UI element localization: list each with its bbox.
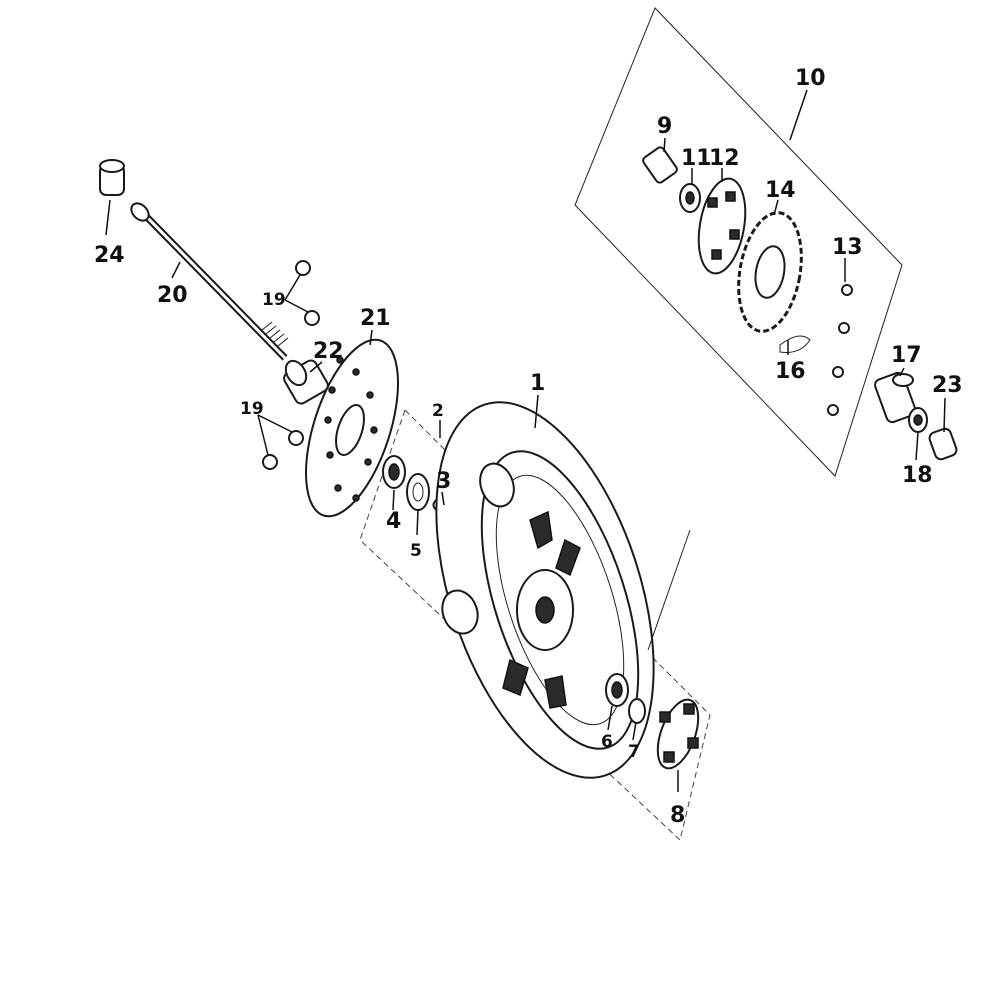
callout-14: 14 xyxy=(765,178,796,203)
callout-4: 4 xyxy=(386,509,401,534)
inset-frame xyxy=(574,7,903,477)
dust-seal xyxy=(406,473,430,511)
callout-12: 12 xyxy=(709,146,740,171)
callout-labels: 1 2 3 4 5 6 7 8 9 10 11 12 13 14 16 17 1… xyxy=(94,66,963,828)
inset-nut xyxy=(642,146,678,184)
disc-bolts-upper xyxy=(284,260,320,326)
bearing-left xyxy=(382,455,406,489)
spacer xyxy=(283,359,329,405)
axle-nut xyxy=(908,407,928,433)
right-spacer xyxy=(874,371,917,424)
callout-7: 7 xyxy=(628,742,640,762)
inset-bearing xyxy=(679,183,701,213)
callout-3: 3 xyxy=(436,469,451,494)
bearing-right xyxy=(605,673,629,707)
brake-disc xyxy=(305,338,399,518)
callout-24: 24 xyxy=(94,243,125,268)
callout-23: 23 xyxy=(932,373,963,398)
drive-sprocket xyxy=(737,211,803,333)
callout-21: 21 xyxy=(360,306,391,331)
callout-16: 16 xyxy=(775,359,806,384)
callout-19-upper: 19 xyxy=(262,290,286,310)
callout-9: 9 xyxy=(657,114,672,139)
lock-washer xyxy=(779,335,811,353)
axle xyxy=(130,202,289,361)
callout-22: 22 xyxy=(313,339,344,364)
leader-lines xyxy=(105,89,946,792)
end-cap xyxy=(928,427,958,461)
axle-cap xyxy=(99,159,125,196)
wheel-tire xyxy=(435,401,691,779)
callout-19-lower: 19 xyxy=(240,399,264,419)
callout-10: 10 xyxy=(795,66,826,91)
callout-6: 6 xyxy=(601,732,613,752)
callout-17: 17 xyxy=(891,343,922,368)
callout-13: 13 xyxy=(832,235,863,260)
callout-1: 1 xyxy=(530,371,545,396)
sprocket-nuts xyxy=(827,284,853,416)
callout-11: 11 xyxy=(681,146,712,171)
assembly-outline xyxy=(359,409,711,841)
callout-20: 20 xyxy=(157,283,188,308)
damper-hub xyxy=(656,698,700,770)
callout-18: 18 xyxy=(902,463,933,488)
o-ring xyxy=(628,698,646,724)
disc-bolts-lower xyxy=(257,414,304,470)
callout-8: 8 xyxy=(670,803,685,828)
callout-2: 2 xyxy=(432,401,444,421)
sprocket-carrier xyxy=(697,177,747,275)
callout-5: 5 xyxy=(410,541,422,561)
